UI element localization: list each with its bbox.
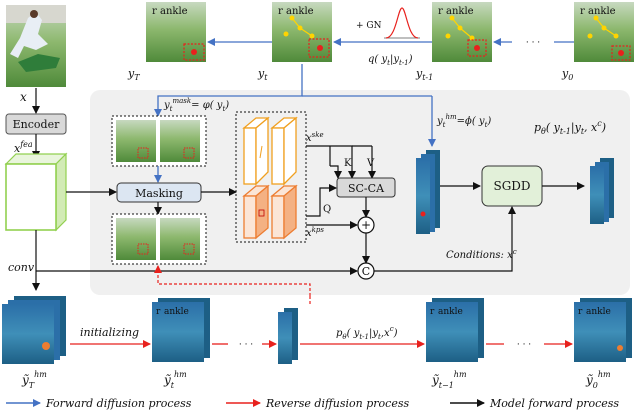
mask-equation: ytmask= φ( yt) <box>163 97 229 113</box>
kps-features <box>242 184 298 240</box>
x-label: x <box>20 90 27 104</box>
x-fea-label: xfea <box>14 140 33 155</box>
svg-text:ankle: ankle <box>588 6 616 17</box>
conditions-label: Conditions: xc <box>446 248 517 261</box>
svg-text:ankle: ankle <box>286 6 314 17</box>
initializing-label: initializing <box>80 326 139 339</box>
svg-text:r: r <box>152 6 157 17</box>
ske-features <box>242 116 298 186</box>
label-y0-hm: ỹ0hm <box>585 370 611 390</box>
legend: Forward diffusion process Reverse diffus… <box>6 397 619 410</box>
sgdd-label: SGDD <box>493 179 530 193</box>
label-yT-hm: ỹThm <box>21 370 47 390</box>
q-forward-label: q( yt|yt-1) <box>368 54 413 67</box>
bottom-dots-2: · · · <box>517 340 531 350</box>
hm-equation: ythm=ϕ( yt) <box>436 113 491 129</box>
svg-text:r: r <box>430 307 435 317</box>
p-theta-formula: pθ( yt-1|yt, xc) <box>534 119 606 136</box>
v-label: V <box>366 158 375 169</box>
x-ske-label: xske <box>306 131 324 144</box>
q-label: Q <box>323 204 331 215</box>
gn-label: + GN <box>356 21 382 31</box>
label-yt-1-hm: ỹt−1hm <box>431 370 467 390</box>
svg-text:ankle: ankle <box>438 307 463 317</box>
top-dots: · · · <box>526 38 540 48</box>
image-yt: r ankle <box>272 2 332 62</box>
heatmap-stack-yt <box>416 150 440 234</box>
concat-symbol: C <box>362 265 370 278</box>
heatmap-stack-output <box>590 158 614 224</box>
image-yT: r ankle <box>146 2 206 62</box>
p-theta-bottom: pθ( yt-1|yt,xc) <box>336 325 398 341</box>
label-yt: yt <box>257 67 268 82</box>
svg-text:r: r <box>578 307 583 317</box>
heatmap-y0: r ankle <box>574 298 632 362</box>
x-kps-label: xkps <box>306 226 324 239</box>
svg-text:ankle: ankle <box>160 6 188 17</box>
legend-model: Model forward process <box>489 397 619 410</box>
svg-text:ankle: ankle <box>164 307 189 317</box>
conv-label: conv <box>8 261 35 274</box>
encoder-label: Encoder <box>13 118 60 131</box>
masking-label: Masking <box>135 187 183 200</box>
label-y0: y0 <box>561 67 573 82</box>
heatmap-yt: r ankle <box>152 298 210 362</box>
k-label: K <box>344 158 352 169</box>
svg-text:r: r <box>278 6 283 17</box>
svg-text:r: r <box>438 6 443 17</box>
svg-text:r: r <box>580 6 585 17</box>
legend-reverse: Reverse diffusion process <box>265 397 409 410</box>
heatmap-yt-1: r ankle <box>426 298 484 362</box>
scca-label: SC-CA <box>348 182 385 195</box>
legend-forward: Forward diffusion process <box>45 397 192 410</box>
feature-cube <box>4 152 68 232</box>
heatmap-yt-stack <box>278 308 298 364</box>
label-yt-hm: ỹthm <box>163 370 187 390</box>
svg-text:ankle: ankle <box>586 307 611 317</box>
plus-symbol: + <box>361 218 371 232</box>
heatmap-yT <box>2 296 66 364</box>
svg-text:ankle: ankle <box>446 6 474 17</box>
input-image <box>6 5 66 87</box>
image-yt-1: r ankle <box>432 2 492 62</box>
gaussian-noise-curve <box>384 7 420 39</box>
image-y0: r ankle <box>574 2 634 62</box>
label-yt-1: yt-1 <box>415 67 433 82</box>
svg-text:r: r <box>156 307 161 317</box>
label-yT: yT <box>127 67 140 82</box>
bottom-dots-1: · · · <box>239 340 253 350</box>
